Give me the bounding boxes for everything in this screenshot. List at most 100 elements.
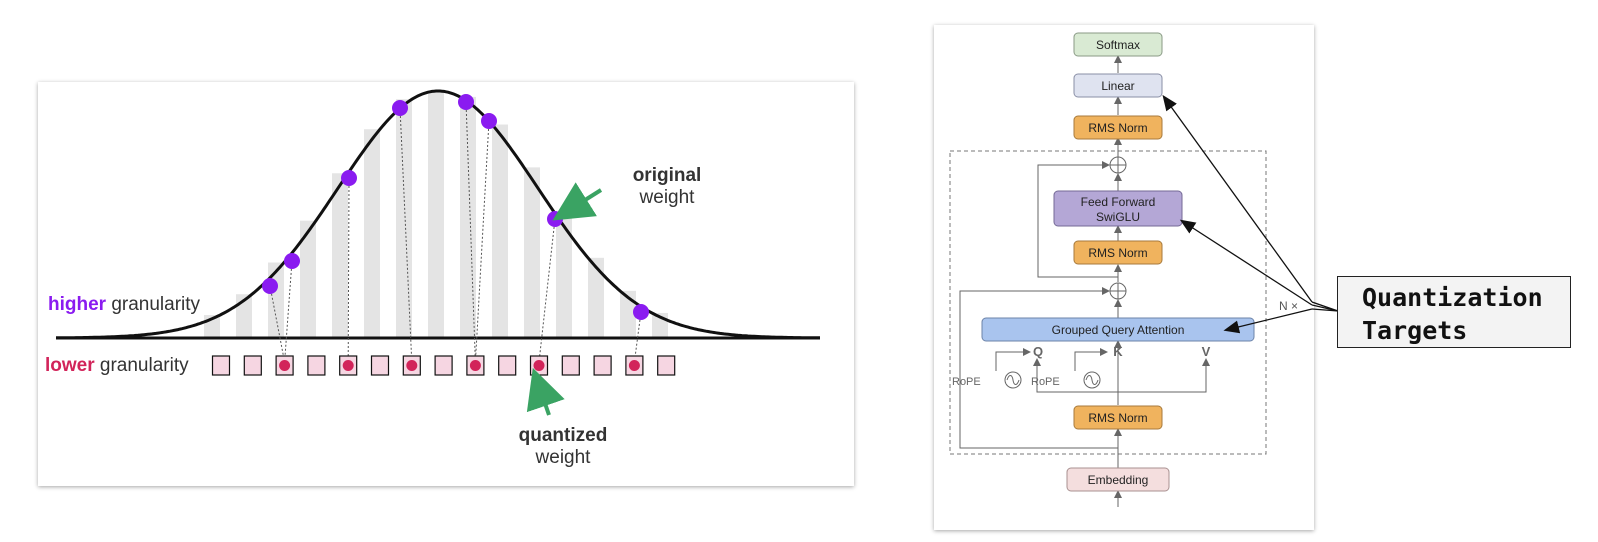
repeat-label: N ×: [1279, 299, 1298, 313]
quantization-distribution-panel: higher granularity lower granularity ori…: [38, 82, 854, 486]
quantization-bin: [657, 355, 676, 376]
original-weight-points: [262, 94, 649, 320]
architecture-diagram: N × Softma: [949, 32, 1313, 507]
qkv-branch: [1118, 358, 1210, 393]
lower-granularity-rest: granularity: [95, 355, 189, 376]
original-label: original: [633, 165, 702, 186]
rope-q-line: [995, 348, 1031, 371]
svg-text:RMS Norm: RMS Norm: [1088, 246, 1147, 260]
rms-norm-bottom-block: RMS Norm: [1073, 405, 1163, 430]
original-weight-point: [633, 304, 649, 320]
quantization-bin: [370, 355, 390, 376]
histogram-stripe: [268, 262, 284, 338]
quantized-weight-label: weight: [535, 447, 592, 468]
original-weight-point: [458, 94, 474, 110]
original-weight-point: [547, 211, 563, 227]
original-weight-point: [481, 113, 497, 129]
projection-line: [538, 218, 556, 363]
projection-line: [269, 285, 286, 363]
rope-k-label: RoPE: [1031, 376, 1060, 388]
original-weight-point: [392, 100, 408, 116]
softmax-block: Softmax: [1073, 32, 1163, 57]
quantization-targets-callout: Quantization Targets: [1337, 276, 1571, 348]
higher-granularity-rest: granularity: [106, 294, 200, 315]
callout-line-1: Quantization: [1362, 283, 1543, 312]
svg-text:Grouped Query Attention: Grouped Query Attention: [1052, 323, 1185, 337]
callout-arrow-gqa: [1223, 308, 1313, 334]
rope-q-sine-icon: [1004, 371, 1022, 389]
k-label: K: [1113, 344, 1123, 359]
histogram-stripe: [364, 129, 380, 338]
quantization-bin: [307, 355, 326, 376]
callout-arrow-linear: [1162, 94, 1313, 303]
bell-curve: [56, 89, 820, 340]
projection-line: [465, 101, 476, 363]
original-weight-label: weight: [639, 187, 696, 208]
quantized-weight-point: [279, 360, 291, 371]
original-weight-point: [262, 278, 278, 294]
quantized-weight-point: [533, 360, 545, 371]
histogram-stripes: [204, 91, 668, 339]
architecture-panel: N × Softma: [934, 25, 1314, 530]
projection-line: [474, 120, 490, 363]
histogram-stripe: [556, 214, 572, 338]
svg-text:RMS Norm: RMS Norm: [1088, 411, 1147, 425]
rope-k-sine-icon: [1083, 371, 1101, 389]
quantized-weight-point: [342, 360, 354, 371]
distribution-diagram: higher granularity lower granularity ori…: [45, 89, 820, 468]
quantization-bin: [561, 355, 580, 376]
q-label: Q: [1033, 344, 1043, 359]
higher-word: higher: [48, 294, 107, 315]
quantization-bin: [211, 355, 231, 376]
lower-word: lower: [45, 355, 95, 376]
rope-k-line: [1074, 348, 1108, 371]
histogram-stripe: [620, 290, 636, 338]
histogram-stripe: [428, 91, 444, 338]
histogram-stripe: [460, 96, 476, 338]
quantized-arrow: [526, 367, 565, 416]
histogram-stripe: [300, 220, 316, 338]
residual-connection-bottom: [959, 287, 1118, 449]
svg-text:RMS Norm: RMS Norm: [1088, 121, 1147, 135]
v-label: V: [1202, 344, 1211, 359]
quantization-bins: [211, 355, 676, 376]
add-circle-bottom: [1109, 282, 1127, 300]
histogram-stripe: [492, 124, 508, 339]
higher-granularity-label: higher granularity: [48, 294, 201, 315]
lower-granularity-label: lower granularity: [45, 355, 189, 376]
feed-forward-block: Feed Forward SwiGLU: [1053, 190, 1183, 227]
original-arrow: [552, 182, 603, 221]
quantized-weight-point: [406, 360, 418, 371]
projection-lines: [269, 101, 642, 363]
residual-connection-top: [1037, 161, 1118, 278]
original-weight-point: [341, 170, 357, 186]
histogram-stripe: [588, 257, 604, 338]
rms-norm-mid-block: RMS Norm: [1073, 240, 1163, 265]
histogram-stripe: [332, 173, 348, 338]
rope-q-label: RoPE: [952, 376, 981, 388]
quantization-bin: [434, 355, 453, 376]
callout-connector: [1312, 301, 1339, 312]
histogram-stripe: [236, 294, 252, 338]
quantized-weight-point: [469, 360, 481, 371]
quantized-weight-point: [628, 360, 640, 371]
projection-line: [347, 177, 350, 363]
repeat-block: [949, 150, 1267, 455]
projection-line: [284, 260, 293, 363]
rms-norm-top-block: RMS Norm: [1073, 115, 1163, 140]
svg-text:Feed Forward: Feed Forward: [1081, 195, 1156, 209]
callout-line-2: Targets: [1362, 316, 1468, 345]
linear-block: Linear: [1073, 73, 1163, 98]
quantization-bin: [243, 355, 262, 376]
quantized-label: quantized: [519, 425, 608, 446]
histogram-stripe: [396, 99, 412, 339]
svg-text:Linear: Linear: [1101, 79, 1134, 93]
add-circle-top: [1109, 156, 1127, 174]
quantization-bin: [593, 355, 612, 376]
projection-line: [633, 311, 642, 363]
svg-text:Embedding: Embedding: [1088, 473, 1149, 487]
grouped-query-attention-block: Grouped Query Attention: [981, 317, 1255, 342]
embedding-block: Embedding: [1066, 467, 1170, 492]
callout-arrow-ffn: [1179, 219, 1313, 306]
svg-text:Softmax: Softmax: [1096, 38, 1140, 52]
